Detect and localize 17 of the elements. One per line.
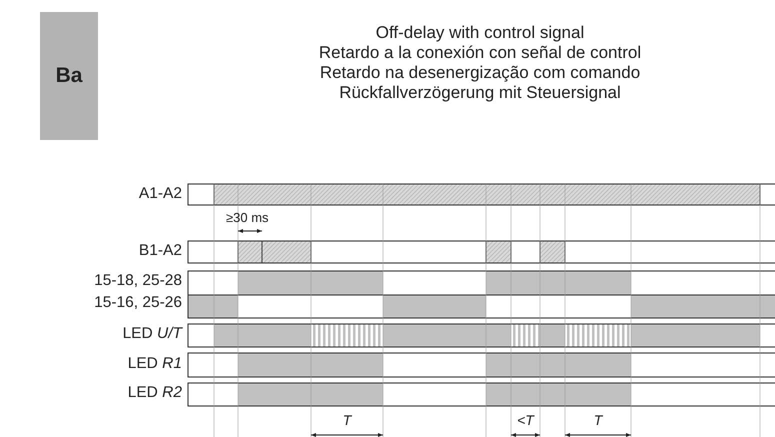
dimension-label: ≥30 ms: [226, 210, 269, 225]
signal-label: LED R2: [128, 384, 182, 402]
dimension-label: <T: [516, 412, 536, 428]
signal-label: B1-A2: [138, 242, 182, 260]
signal-label: A1-A2: [138, 185, 182, 203]
function-code: Ba: [56, 64, 82, 88]
title-text: Off-delay with control signal: [374, 23, 586, 43]
signal-label: LED R1: [128, 355, 182, 373]
subtitle-text: Retardo na desenergização com comando: [318, 63, 642, 83]
subtitle-text: Rückfallverzögerung mit Steuersignal: [338, 83, 622, 103]
signal-label: LED U/T: [122, 325, 182, 343]
subtitle-text: Retardo a la conexión con señal de control: [318, 43, 642, 63]
code-box: [40, 12, 98, 140]
signal-label: 15-16, 25-26: [94, 294, 182, 312]
signal-label: 15-18, 25-28: [94, 272, 182, 290]
dimension-label: T: [592, 412, 604, 428]
dimension-label: T: [342, 412, 353, 428]
